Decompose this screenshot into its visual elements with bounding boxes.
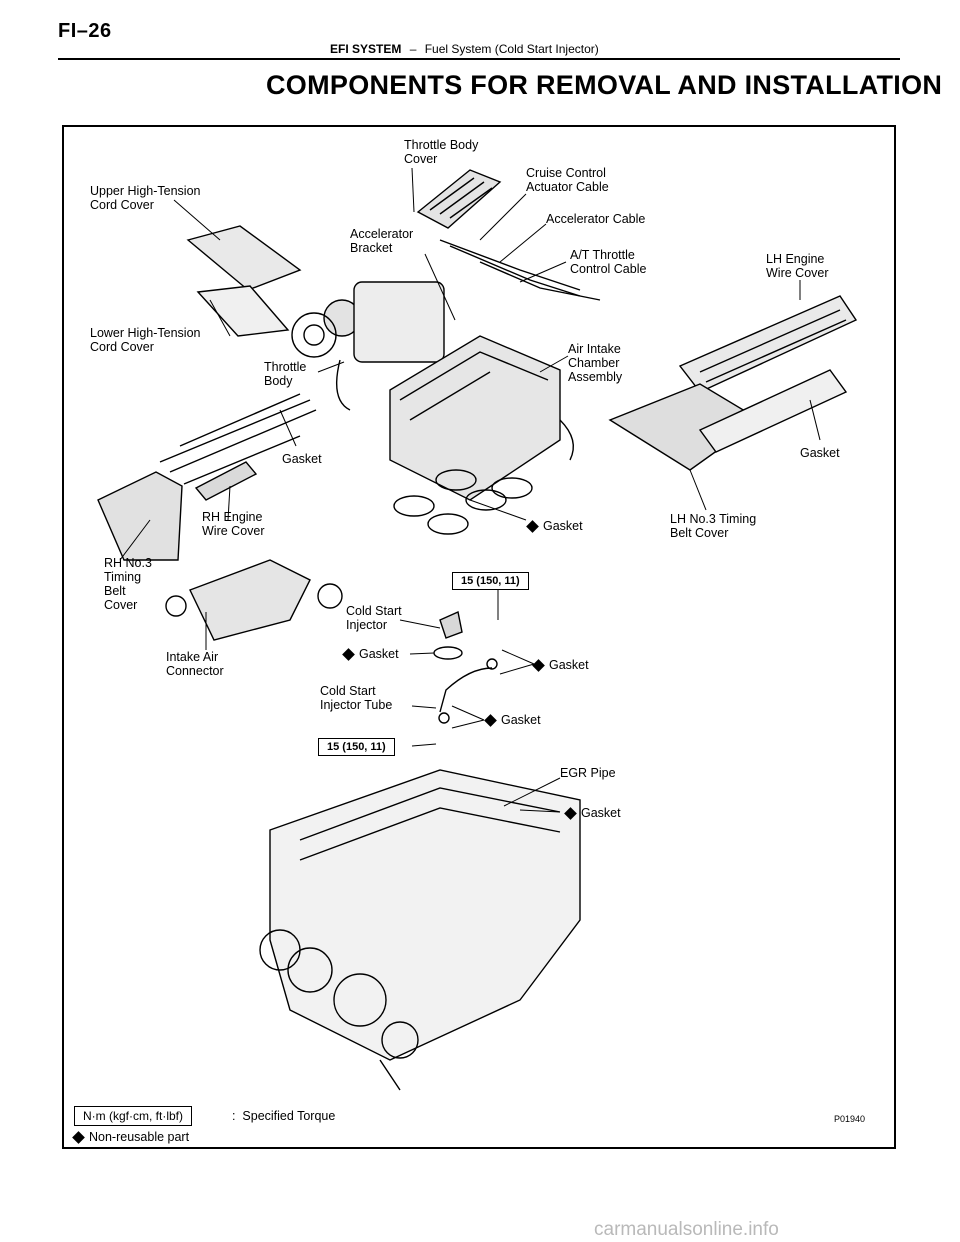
label-intake-air-connector: Intake Air Connector bbox=[166, 650, 224, 678]
label-gasket-tube-upper: Gasket bbox=[532, 658, 589, 673]
non-reusable-diamond-icon bbox=[342, 648, 355, 662]
legend-torque-unit-box: N·m (kgf·cm, ft·lbf) bbox=[74, 1106, 192, 1126]
label-throttle-body: Throttle Body bbox=[264, 360, 307, 388]
figure-code: P01940 bbox=[834, 1114, 866, 1124]
label-at-throttle-cable: A/T Throttle Control Cable bbox=[570, 248, 647, 276]
intake-gaskets-drawing bbox=[393, 469, 533, 535]
label-lh-engine-wire-cover: LH Engine Wire Cover bbox=[766, 252, 829, 280]
running-header: EFI SYSTEM – Fuel System (Cold Start Inj… bbox=[330, 42, 599, 56]
label-gasket-intake-text: Gasket bbox=[543, 519, 583, 533]
label-gasket-tube-upper-text: Gasket bbox=[549, 658, 589, 672]
header-rule bbox=[58, 58, 900, 60]
label-gasket-injector: Gasket bbox=[342, 647, 399, 662]
lh-timing-belt-cover-drawing bbox=[608, 369, 848, 471]
throttle-body-cover-drawing bbox=[416, 169, 502, 229]
non-reusable-diamond-icon bbox=[72, 1131, 85, 1145]
non-reusable-diamond-icon bbox=[564, 807, 577, 821]
lower-cord-cover-drawing bbox=[196, 285, 290, 337]
label-lh-timing-belt-cover: LH No.3 Timing Belt Cover bbox=[670, 512, 757, 540]
header-subtitle: Fuel System (Cold Start Injector) bbox=[424, 42, 599, 56]
lh-engine-wire-cover-drawing bbox=[678, 295, 858, 393]
label-cold-start-injector-tube: Cold Start Injector Tube bbox=[320, 684, 393, 712]
label-gasket-egr-text: Gasket bbox=[581, 806, 621, 820]
label-gasket-injector-text: Gasket bbox=[359, 647, 399, 661]
diagram-frame bbox=[62, 125, 896, 1149]
torque-box-upper: 15 (150, 11) bbox=[452, 572, 529, 590]
label-air-intake-chamber: Air Intake Chamber Assembly bbox=[568, 342, 623, 384]
air-intake-chamber-drawing bbox=[389, 335, 574, 501]
engine-block-drawing bbox=[259, 769, 581, 1091]
label-gasket-intake: Gasket bbox=[526, 519, 583, 534]
legend-torque-desc: : Specified Torque bbox=[232, 1109, 336, 1123]
watermark: carmanualsonline.info bbox=[594, 1219, 779, 1240]
legend-non-reusable: Non-reusable part bbox=[72, 1130, 190, 1145]
intake-air-connector-drawing bbox=[165, 559, 343, 641]
label-accelerator-cable: Accelerator Cable bbox=[546, 212, 646, 226]
label-rh-engine-wire-cover: RH Engine Wire Cover bbox=[202, 510, 265, 538]
non-reusable-diamond-icon bbox=[526, 520, 539, 534]
label-lower-cord-cover: Lower High-Tension Cord Cover bbox=[90, 326, 201, 354]
cables-drawing bbox=[439, 239, 601, 301]
leader-lines bbox=[119, 167, 821, 813]
upper-cord-cover-drawing bbox=[186, 225, 302, 291]
label-upper-cord-cover: Upper High-Tension Cord Cover bbox=[90, 184, 201, 212]
header-separator: – bbox=[409, 42, 417, 56]
section-title: COMPONENTS FOR REMOVAL AND INSTALLATION bbox=[266, 70, 943, 100]
cold-start-injector-drawing bbox=[433, 611, 498, 724]
label-cold-start-injector: Cold Start Injector bbox=[346, 604, 402, 632]
label-gasket-egr: Gasket bbox=[564, 806, 621, 821]
label-gasket-left: Gasket bbox=[282, 452, 322, 466]
label-cruise-control-cable: Cruise Control Actuator Cable bbox=[526, 166, 609, 194]
legend-non-reusable-text: Non-reusable part bbox=[89, 1130, 190, 1144]
gasket-strips-drawing bbox=[159, 393, 317, 485]
label-gasket-tube-lower: Gasket bbox=[484, 713, 541, 728]
non-reusable-diamond-icon bbox=[532, 659, 545, 673]
rh-timing-belt-cover-drawing bbox=[97, 471, 183, 561]
torque-box-lower: 15 (150, 11) bbox=[318, 738, 395, 756]
label-egr-pipe: EGR Pipe bbox=[560, 766, 616, 780]
label-gasket-right: Gasket bbox=[800, 446, 840, 460]
throttle-body-drawing bbox=[291, 281, 445, 411]
non-reusable-diamond-icon bbox=[484, 714, 497, 728]
rh-engine-wire-cover-drawing bbox=[194, 461, 258, 501]
label-gasket-tube-lower-text: Gasket bbox=[501, 713, 541, 727]
label-throttle-body-cover: Throttle Body Cover bbox=[404, 138, 479, 166]
label-rh-timing-belt-cover: RH No.3 Timing Belt Cover bbox=[104, 556, 152, 612]
header-system: EFI SYSTEM bbox=[330, 42, 402, 56]
label-accelerator-bracket: Accelerator Bracket bbox=[350, 227, 414, 255]
page-number: FI–26 bbox=[58, 20, 112, 42]
